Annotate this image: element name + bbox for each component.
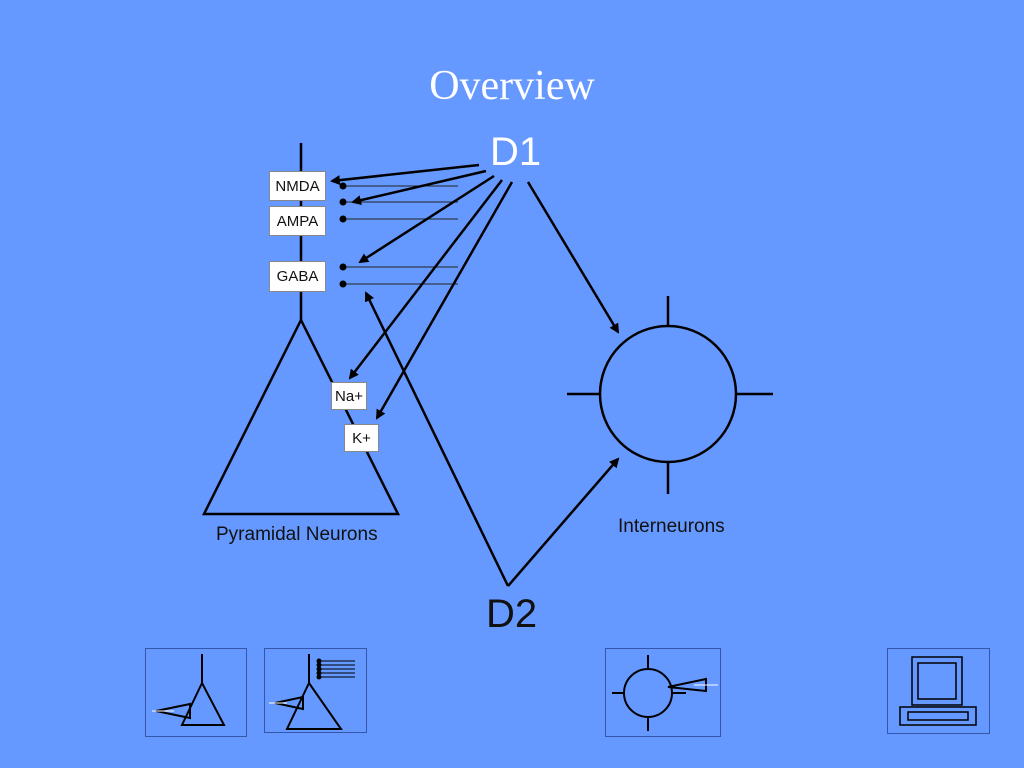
nmda-receptor: NMDA <box>269 171 326 201</box>
computer-icon <box>899 656 977 726</box>
nav-button-interneuron-recording[interactable] <box>605 648 721 737</box>
interneurons-label: Interneurons <box>618 516 725 537</box>
nav-button-computer[interactable] <box>887 648 990 734</box>
pyramidal-neuron-synapses-icon <box>269 654 355 730</box>
interneuron-electrode-icon <box>612 655 718 731</box>
d1-label: D1 <box>490 130 542 174</box>
pyramidal-neuron-electrode-icon <box>152 654 226 726</box>
slide-title: Overview <box>429 63 595 109</box>
gaba-receptor: GABA <box>269 261 326 292</box>
pyramidal-neurons-label: Pyramidal Neurons <box>216 524 378 545</box>
nav-button-pyramidal-synapses[interactable] <box>264 648 367 733</box>
d2-arrows <box>364 291 620 587</box>
potassium-channel: K+ <box>344 424 379 452</box>
interneuron <box>567 296 773 494</box>
d2-label: D2 <box>486 592 538 636</box>
d1-arrows <box>330 163 620 420</box>
sodium-channel: Na+ <box>331 382 367 410</box>
ampa-receptor: AMPA <box>269 206 326 236</box>
nav-button-pyramidal-recording[interactable] <box>145 648 247 737</box>
synapse-inputs <box>339 182 458 288</box>
